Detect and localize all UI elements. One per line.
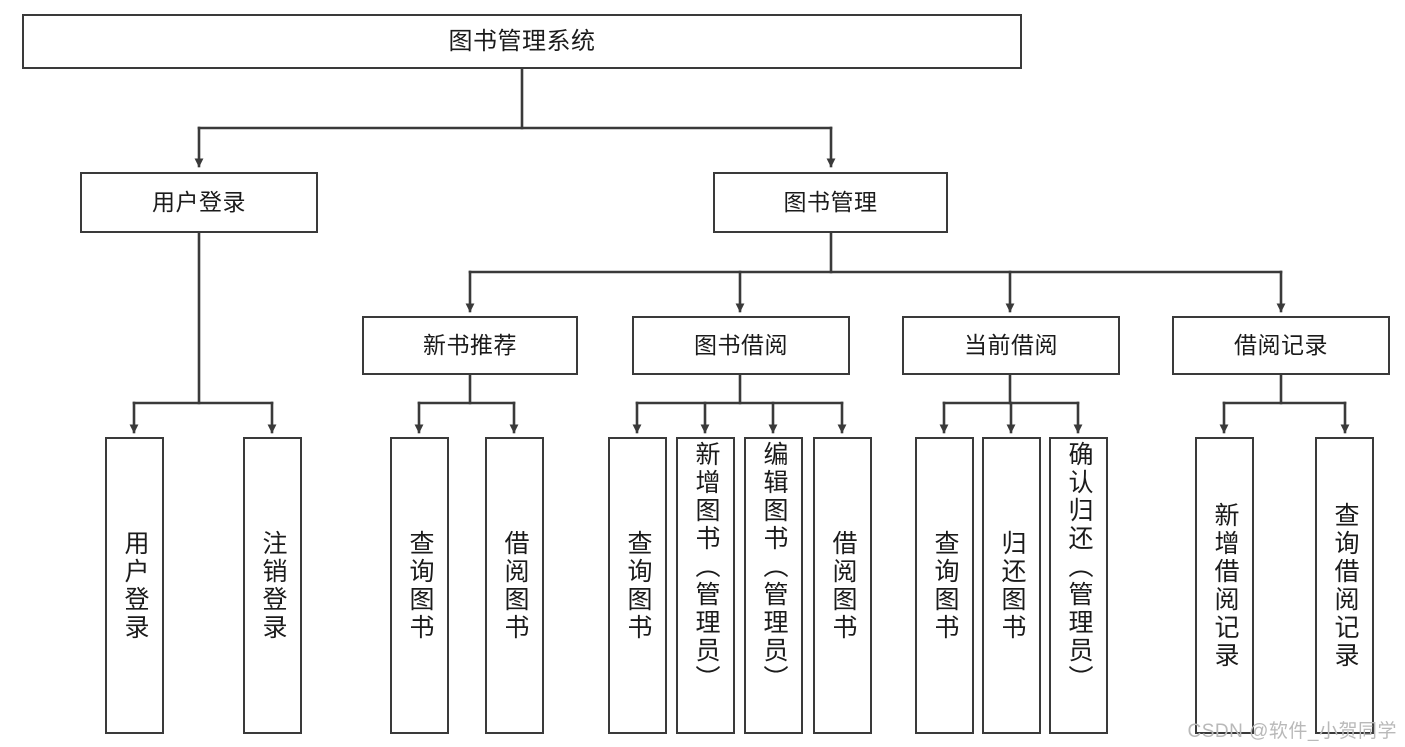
node-label: 确认归还（管理员）: [1065, 441, 1093, 693]
node-label: 用户登录: [121, 529, 149, 642]
node-label: 查询图书: [406, 529, 434, 642]
leaf-current-query-book[interactable]: 查询图书: [915, 437, 974, 734]
leaf-recommend-query-book[interactable]: 查询图书: [390, 437, 449, 734]
node-label: 图书借阅: [694, 332, 788, 359]
node-label: 图书管理: [783, 189, 878, 216]
node-label: 查询借阅记录: [1331, 501, 1359, 670]
node-current-borrow[interactable]: 当前借阅: [902, 316, 1120, 375]
node-label: 借阅图书: [501, 529, 529, 642]
node-label: 新书推荐: [423, 332, 517, 359]
leaf-borrow-edit-book-admin[interactable]: 编辑图书（管理员）: [744, 437, 803, 734]
node-label: 查询图书: [931, 529, 959, 642]
node-label: 当前借阅: [964, 332, 1058, 359]
node-label: 图书管理系统: [448, 27, 596, 55]
node-root-system[interactable]: 图书管理系统: [22, 14, 1022, 69]
node-new-book-recommend[interactable]: 新书推荐: [362, 316, 578, 375]
node-book-borrow[interactable]: 图书借阅: [632, 316, 850, 375]
leaf-recommend-borrow-book[interactable]: 借阅图书: [485, 437, 544, 734]
node-label: 新增借阅记录: [1211, 501, 1239, 670]
leaf-user-login-signin[interactable]: 用户登录: [105, 437, 164, 734]
leaf-user-login-signout[interactable]: 注销登录: [243, 437, 302, 734]
node-user-login[interactable]: 用户登录: [80, 172, 318, 233]
node-label: 借阅图书: [829, 529, 857, 642]
node-label: 用户登录: [152, 189, 246, 216]
leaf-record-add-record[interactable]: 新增借阅记录: [1195, 437, 1254, 734]
leaf-borrow-borrow-book[interactable]: 借阅图书: [813, 437, 872, 734]
leaf-current-confirm-return-admin[interactable]: 确认归还（管理员）: [1049, 437, 1108, 734]
leaf-borrow-query-book[interactable]: 查询图书: [608, 437, 667, 734]
leaf-borrow-add-book-admin[interactable]: 新增图书（管理员）: [676, 437, 735, 734]
node-borrow-record[interactable]: 借阅记录: [1172, 316, 1390, 375]
node-label: 编辑图书（管理员）: [760, 441, 788, 693]
leaf-current-return-book[interactable]: 归还图书: [982, 437, 1041, 734]
leaf-record-query-record[interactable]: 查询借阅记录: [1315, 437, 1374, 734]
watermark: CSDN @软件_小贺同学: [1187, 721, 1397, 742]
node-label: 归还图书: [998, 529, 1026, 642]
node-label: 查询图书: [624, 529, 652, 642]
node-label: 借阅记录: [1234, 332, 1328, 359]
node-label: 注销登录: [259, 529, 287, 642]
node-book-management[interactable]: 图书管理: [713, 172, 948, 233]
node-label: 新增图书（管理员）: [692, 441, 720, 693]
